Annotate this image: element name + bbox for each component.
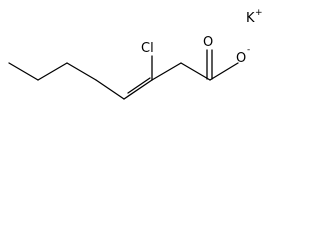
bond-c7-c6 [37, 62, 68, 81]
bond-c5-c4 [95, 79, 125, 100]
bond-c4-c3-inner [127, 77, 151, 94]
bond-c6-c5 [66, 62, 97, 81]
anion-oxygen-label: O [236, 51, 246, 66]
structure-drawing: Cl O O - K + [8, 8, 263, 100]
bond-c1-o-single [209, 62, 239, 81]
carbonyl-oxygen-label: O [203, 35, 213, 50]
bond-c2-c1 [180, 62, 211, 81]
anion-charge: - [247, 45, 250, 55]
bond-c3-c2 [151, 62, 182, 81]
structure-canvas: Cl O O - K + [0, 0, 276, 118]
bond-c4-c3 [123, 79, 153, 100]
bond-c8-c7 [8, 62, 39, 81]
potassium-charge: + [255, 8, 263, 18]
potassium-label: K [246, 11, 255, 26]
chlorine-label: Cl [141, 41, 154, 56]
